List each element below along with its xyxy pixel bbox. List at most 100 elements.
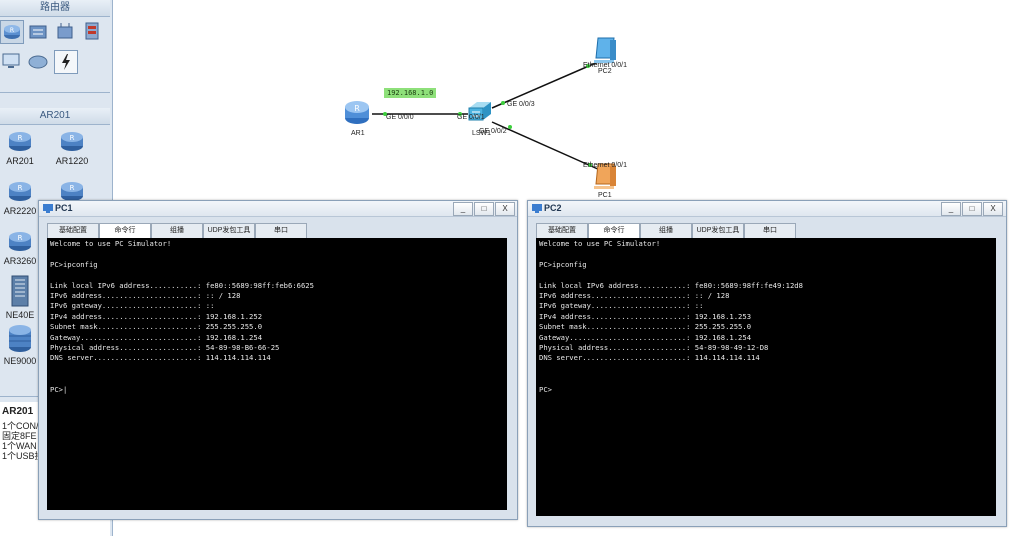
device-ar1220[interactable]: R AR1220: [52, 128, 92, 166]
console-line: [539, 249, 993, 259]
console-line: [539, 364, 993, 374]
tab-udp-tool[interactable]: UDP发包工具: [692, 223, 744, 238]
console-line: Physical address..................: 54-8…: [539, 343, 769, 353]
pc2-port-label: Ethernet 0/0/1: [583, 62, 627, 69]
router-icon: R: [58, 128, 86, 154]
category-header: 路由器: [0, 0, 110, 17]
router-icon: R: [6, 128, 34, 154]
device-ar2240[interactable]: R: [52, 178, 92, 206]
console-line: Gateway...........................: 192.…: [50, 332, 263, 342]
pc1-computer-icon[interactable]: [590, 160, 620, 192]
device-label: AR3260: [3, 256, 37, 266]
console-line: IPv4 address......................: 192.…: [539, 311, 752, 321]
device-ar201[interactable]: R AR201: [0, 128, 40, 166]
console-line: PC>ipconfig: [50, 259, 98, 269]
info-line: 1个CON/: [2, 421, 39, 431]
device-label: AR201: [6, 156, 34, 166]
console-line: Gateway...........................: 192.…: [539, 332, 752, 342]
pc2-window-title: PC2: [544, 203, 562, 213]
minimize-button[interactable]: _: [941, 202, 961, 216]
cloud-category-icon[interactable]: [27, 50, 49, 72]
console-line: Link local IPv6 address...........: fe80…: [539, 280, 803, 290]
device-ar3260[interactable]: R AR3260: [0, 228, 40, 266]
svg-text:R: R: [18, 184, 23, 192]
svg-text:R: R: [18, 134, 23, 142]
firewall-category-icon[interactable]: [81, 20, 103, 42]
console-line: Physical address..................: 54-8…: [50, 343, 280, 353]
pc1-console[interactable]: Welcome to use PC Simulator! PC>ipconfig…: [47, 238, 507, 510]
tab-command-line[interactable]: 命令行: [99, 223, 151, 238]
svg-text:R: R: [354, 104, 360, 113]
switch-category-icon[interactable]: [27, 20, 49, 42]
console-line: [50, 374, 504, 384]
pc1-titlebar[interactable]: PC1 _ □ X: [39, 201, 517, 217]
console-line: Welcome to use PC Simulator!: [50, 239, 172, 248]
device-ne40e[interactable]: NE40E: [0, 274, 40, 320]
console-line: [50, 270, 504, 280]
lsw1-port3-label: GE 0/0/3: [507, 101, 535, 108]
lsw1-switch-icon[interactable]: [466, 98, 494, 126]
pc2-window: PC2 _ □ X 基础配置 命令行 组播 UDP发包工具 串口 Welcome…: [527, 200, 1007, 527]
tab-serial[interactable]: 串口: [744, 223, 796, 238]
svg-text:R: R: [18, 234, 23, 242]
link-lsw1-pc1: [491, 121, 601, 171]
close-button[interactable]: X: [983, 202, 1003, 216]
pc2-computer-icon[interactable]: [590, 34, 620, 66]
maximize-button[interactable]: □: [474, 202, 494, 216]
pc1-window-title: PC1: [55, 203, 73, 213]
svg-text:R: R: [70, 184, 75, 192]
pc2-console[interactable]: Welcome to use PC Simulator! PC>ipconfig…: [536, 238, 996, 516]
device-ar2220[interactable]: R AR2220: [0, 178, 40, 216]
wlan-category-icon[interactable]: [54, 20, 76, 42]
tab-multicast[interactable]: 组播: [640, 223, 692, 238]
console-line: Welcome to use PC Simulator!: [539, 239, 661, 248]
maximize-button[interactable]: □: [962, 202, 982, 216]
console-line: IPv6 gateway......................: ::: [50, 301, 215, 311]
cable-category-icon[interactable]: [54, 50, 78, 74]
console-line: [50, 249, 504, 259]
console-line: PC>: [539, 384, 552, 394]
tab-udp-tool[interactable]: UDP发包工具: [203, 223, 255, 238]
console-line: IPv6 gateway......................: ::: [539, 301, 704, 311]
console-line: DNS server........................: 114.…: [539, 353, 760, 363]
ar1-router-icon[interactable]: R: [342, 98, 372, 126]
console-line: [539, 374, 993, 384]
lsw1-port1-label: GE 0/0/1: [457, 114, 485, 121]
tab-basic-config[interactable]: 基础配置: [536, 223, 588, 238]
console-line: PC>ipconfig: [539, 259, 587, 269]
window-app-icon: [532, 204, 542, 213]
tab-basic-config[interactable]: 基础配置: [47, 223, 99, 238]
console-line: IPv4 address......................: 192.…: [50, 311, 263, 321]
chassis-router-icon: [6, 274, 34, 308]
ar1-label: AR1: [351, 130, 365, 137]
network-label: 192.168.1.0: [384, 88, 437, 98]
svg-text:R: R: [10, 27, 14, 34]
device-label: NE40E: [5, 310, 35, 320]
pc-category-icon[interactable]: [0, 50, 22, 72]
lsw1-label: LSW1: [472, 130, 492, 137]
device-ne9000[interactable]: NE9000: [0, 322, 40, 366]
pc2-titlebar[interactable]: PC2 _ □ X: [528, 201, 1006, 217]
info-line: 1个USB接: [2, 451, 44, 461]
link-lsw1-pc2: [491, 61, 599, 109]
tab-serial[interactable]: 串口: [255, 223, 307, 238]
info-line: 1个WAN: [2, 441, 37, 451]
router-category-icon[interactable]: R: [0, 20, 24, 44]
tab-multicast[interactable]: 组播: [151, 223, 203, 238]
console-line: Link local IPv6 address...........: fe80…: [50, 280, 314, 290]
svg-text:R: R: [70, 134, 75, 142]
console-line: IPv6 address......................: :: /…: [539, 291, 730, 301]
lsw1-port2-label: GE 0/0/2: [479, 128, 507, 135]
pc1-window: PC1 _ □ X 基础配置 命令行 组播 UDP发包工具 串口 Welcome…: [38, 200, 518, 520]
minimize-button[interactable]: _: [453, 202, 473, 216]
router-icon: R: [6, 178, 34, 204]
tab-command-line[interactable]: 命令行: [588, 223, 640, 238]
console-line: DNS server........................: 114.…: [50, 353, 271, 363]
console-line: Subnet mask.......................: 255.…: [50, 322, 263, 332]
close-button[interactable]: X: [495, 202, 515, 216]
ar1-port-label: GE 0/0/0: [386, 114, 414, 121]
device-label: AR1220: [55, 156, 89, 166]
router-icon: R: [58, 178, 86, 204]
console-line: Subnet mask.......................: 255.…: [539, 322, 752, 332]
